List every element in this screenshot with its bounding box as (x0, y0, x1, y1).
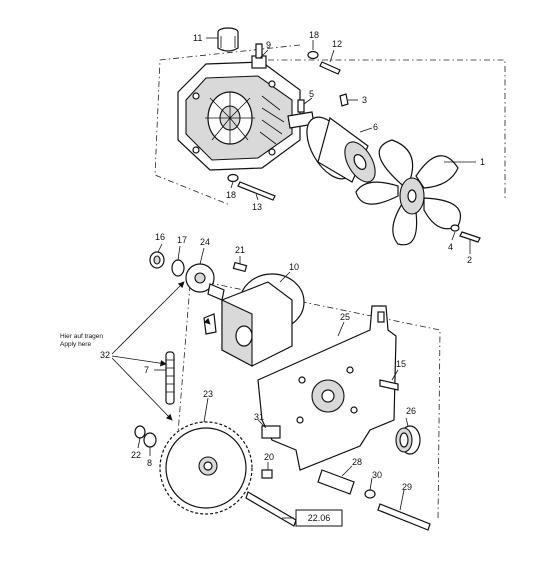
callout-13: 13 (252, 202, 262, 212)
callout-30: 30 (372, 470, 382, 480)
callout-17: 17 (177, 235, 187, 245)
sleeve-washer (364, 489, 376, 499)
shaft-key-lower (261, 469, 273, 479)
sleeve (317, 469, 355, 495)
callout-4: 4 (448, 242, 453, 252)
callout-20: 20 (264, 452, 274, 462)
shaft-washer (143, 432, 157, 448)
callout-28: 28 (352, 457, 362, 467)
callout-29: 29 (402, 482, 412, 492)
reference-box (295, 509, 343, 527)
shaft-key (297, 99, 305, 113)
assembly-axis-upper (154, 44, 301, 206)
fan-bolt (459, 231, 481, 243)
callout-11: 11 (193, 33, 202, 43)
callout-1: 1 (480, 157, 485, 167)
gearbox-housing (177, 43, 315, 171)
callout-22: 22 (131, 450, 141, 460)
spacer-block (261, 425, 281, 439)
long-bolt (377, 503, 431, 531)
mounting-plate (257, 305, 397, 471)
assembly-axis-left (174, 284, 191, 471)
reduction-gearbox (203, 273, 305, 367)
callout-18-upper: 18 (309, 30, 319, 40)
callout-12: 12 (332, 39, 342, 49)
oil-cap (217, 27, 239, 52)
output-shaft (245, 491, 297, 527)
plate-bolt (379, 379, 399, 391)
callout-8: 8 (147, 458, 152, 468)
callout-3: 3 (362, 95, 367, 105)
callout-10: 10 (289, 262, 299, 272)
application-arrows (111, 281, 211, 421)
set-screw (339, 93, 349, 107)
circlip (134, 425, 146, 439)
bushing (395, 425, 421, 455)
callout-9: 9 (266, 40, 271, 50)
callout-21: 21 (235, 245, 245, 255)
callout-31: 31 (254, 412, 264, 422)
washer-lower (227, 173, 239, 183)
sprocket-key (232, 261, 248, 273)
callout-26: 26 (406, 406, 416, 416)
callout-6: 6 (373, 122, 378, 132)
roller-chain (165, 351, 175, 405)
callout-24: 24 (200, 237, 210, 247)
fan-impeller (355, 139, 462, 246)
callout-25: 25 (340, 312, 350, 322)
callout-5: 5 (309, 89, 314, 99)
assembly-axis-right (268, 59, 506, 200)
bolt-upper (319, 61, 341, 75)
callout-labels: 11 9 18 12 5 3 6 1 18 13 4 2 16 17 24 21… (100, 30, 485, 492)
callout-32: 32 (100, 350, 110, 360)
drive-sprocket (185, 263, 225, 301)
pulley (306, 116, 376, 183)
callout-15: 15 (396, 359, 406, 369)
callout-2: 2 (467, 255, 472, 265)
callout-16: 16 (155, 232, 165, 242)
reference-box-label: 22.06 (308, 513, 331, 523)
note-german: Hier auf tragen (60, 333, 103, 340)
fan-washer (450, 224, 460, 232)
leader-lines (137, 37, 476, 519)
bolt-lower (237, 181, 276, 201)
note-english: Apply here (60, 341, 91, 348)
washer-upper (307, 50, 319, 60)
callout-18-lower: 18 (226, 190, 236, 200)
callout-23: 23 (203, 389, 213, 399)
large-sprocket (159, 421, 253, 515)
lock-washer (171, 259, 185, 277)
callout-7: 7 (144, 365, 149, 375)
